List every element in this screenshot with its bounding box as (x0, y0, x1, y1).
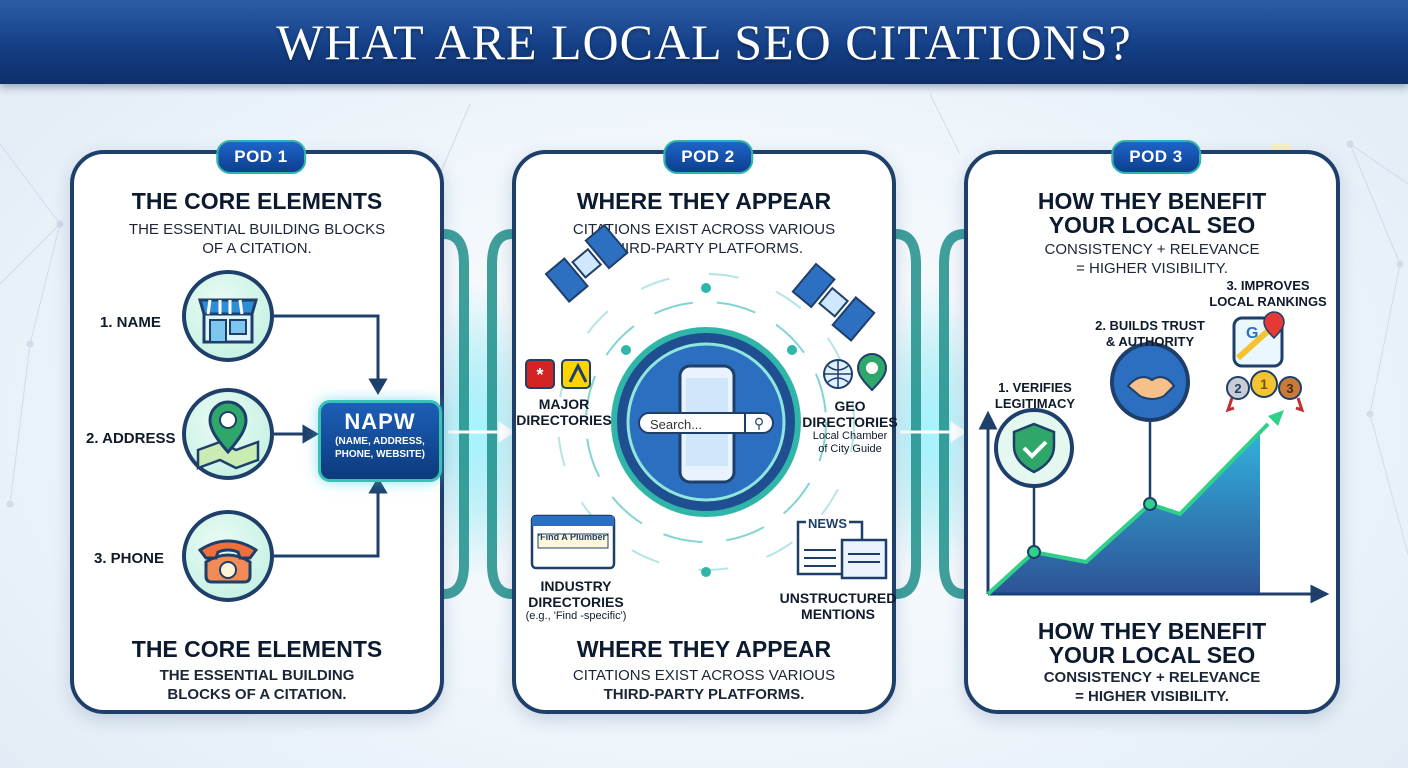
industry-directories-label: INDUSTRY DIRECTORIES (e.g., 'Find -speci… (516, 578, 636, 623)
napw-line1: (NAME, ADDRESS, (335, 436, 425, 447)
pod-1-footer-line1: THE ESSENTIAL BUILDING (159, 667, 355, 684)
pod-2-title: WHERE THEY APPEAR (576, 188, 832, 214)
unstructured-mentions-label: UNSTRUCTURED MENTIONS (778, 590, 898, 622)
title-banner: WHAT ARE LOCAL SEO CITATIONS? (0, 0, 1408, 84)
pod-3-card: POD 3 HOW THEY BENEFIT YOUR LOCAL SEO CO… (964, 140, 1340, 714)
svg-text:G: G (1246, 325, 1258, 342)
industry-small: (e.g., 'Find -specific') (525, 610, 627, 622)
napw-box: NAPW (NAME, ADDRESS, PHONE, WEBSITE) (318, 400, 442, 482)
geo-directories-label: GEO DIRECTORIES Local Chamber of City Gu… (802, 398, 898, 456)
pod-2-tag: POD 2 (663, 140, 753, 174)
step3-line1: 3. IMPROVES (1226, 278, 1310, 293)
name-label: 1. NAME (100, 314, 161, 331)
industry-line1: INDUSTRY (540, 578, 612, 594)
satellite-right (791, 262, 876, 342)
unstructured-line2: MENTIONS (801, 606, 875, 622)
pod-1-footer-line2: BLOCKS OF A CITATION. (167, 686, 347, 703)
satellite-left (544, 223, 629, 303)
pod-1-tag: POD 1 (216, 140, 306, 174)
pod-3-footer-line2: = HIGHER VISIBILITY. (1075, 688, 1229, 705)
geo-line1: GEO (834, 398, 866, 414)
major-directories-label: MAJOR DIRECTORIES (516, 396, 612, 428)
step2-label: 2. BUILDS TRUST & AUTHORITY (1082, 318, 1218, 350)
napw-line2: PHONE, WEBSITE) (334, 449, 425, 460)
pod-2-footer-line2: THIRD-PARTY PLATFORMS. (603, 686, 805, 703)
pod-1-subtitle-line1: THE ESSENTIAL BUILDING BLOCKS (128, 221, 386, 238)
step2-line2: & AUTHORITY (1105, 334, 1195, 349)
napw-title: NAPW (344, 409, 416, 434)
industry-browser-text: 'Find A Plumber' (538, 532, 609, 542)
pod-3-subtitle-line1: CONSISTENCY + RELEVANCE (1044, 241, 1260, 258)
pod-3-footer-title-line2: YOUR LOCAL SEO (1048, 642, 1256, 668)
medal-2: 2 (1234, 381, 1241, 396)
pod-1-subtitle-line2: OF A CITATION. (202, 240, 312, 257)
pod-3-tag: POD 3 (1111, 140, 1201, 174)
medal-1: 1 (1260, 376, 1268, 392)
unstructured-line1: UNSTRUCTURED (779, 590, 897, 606)
pod-1-footer-title: THE CORE ELEMENTS (131, 636, 383, 662)
phone-label: 3. PHONE (94, 550, 165, 567)
news-label: NEWS (806, 516, 849, 531)
pod-2-footer-line1: CITATIONS EXIST ACROSS VARIOUS (572, 667, 836, 684)
pod-2-card: POD 2 WHERE THEY APPEAR CITATIONS EXIST … (512, 140, 898, 714)
pod-2-subtitle-line1: CITATIONS EXIST ACROSS VARIOUS (572, 221, 836, 238)
industry-line2: DIRECTORIES (528, 594, 624, 610)
step3-line2: LOCAL RANKINGS (1209, 294, 1327, 309)
geo-line2: DIRECTORIES (802, 414, 898, 430)
pod-3-subtitle-line2: = HIGHER VISIBILITY. (1076, 260, 1228, 277)
medal-3: 3 (1286, 381, 1293, 396)
geo-small-line2: of City Guide (818, 443, 882, 455)
svg-text:*: * (536, 365, 543, 385)
major-line1: MAJOR (538, 396, 590, 412)
step1-line2: LEGITIMACY (994, 396, 1076, 411)
pod-1-title: THE CORE ELEMENTS (131, 188, 383, 214)
pod-3-footer-line1: CONSISTENCY + RELEVANCE (1043, 669, 1261, 686)
pod-3-footer-title-line1: HOW THEY BENEFIT (1037, 618, 1267, 644)
pod-1-card: POD 1 THE CORE ELEMENTS THE ESSENTIAL BU… (70, 140, 444, 714)
phone-icon (182, 510, 274, 602)
search-input[interactable]: Search... ⚲ (638, 412, 774, 434)
page-title: WHAT ARE LOCAL SEO CITATIONS? (276, 14, 1132, 70)
step2-line1: 2. BUILDS TRUST (1095, 318, 1205, 333)
pod-3-title-line1: HOW THEY BENEFIT (1037, 188, 1267, 214)
search-placeholder: Search... (650, 417, 703, 432)
map-pin-icon (182, 388, 274, 480)
search-icon[interactable]: ⚲ (744, 412, 772, 434)
major-line2: DIRECTORIES (516, 412, 612, 428)
growth-chart-graphic: G 2 1 3 (978, 311, 1330, 604)
storefront-icon (182, 270, 274, 362)
step1-label: 1. VERIFIES LEGITIMACY (980, 380, 1090, 412)
napw-connectors (274, 314, 388, 558)
step1-line1: 1. VERIFIES (998, 380, 1072, 395)
pod-2-footer-title: WHERE THEY APPEAR (576, 636, 832, 662)
pod-2-subtitle-line2: THIRD-PARTY PLATFORMS. (604, 240, 804, 257)
pod-3-title-line2: YOUR LOCAL SEO (1048, 212, 1256, 238)
address-label: 2. ADDRESS (86, 430, 176, 447)
geo-small-line1: Local Chamber (812, 430, 888, 442)
step3-label: 3. IMPROVES LOCAL RANKINGS (1198, 278, 1338, 310)
